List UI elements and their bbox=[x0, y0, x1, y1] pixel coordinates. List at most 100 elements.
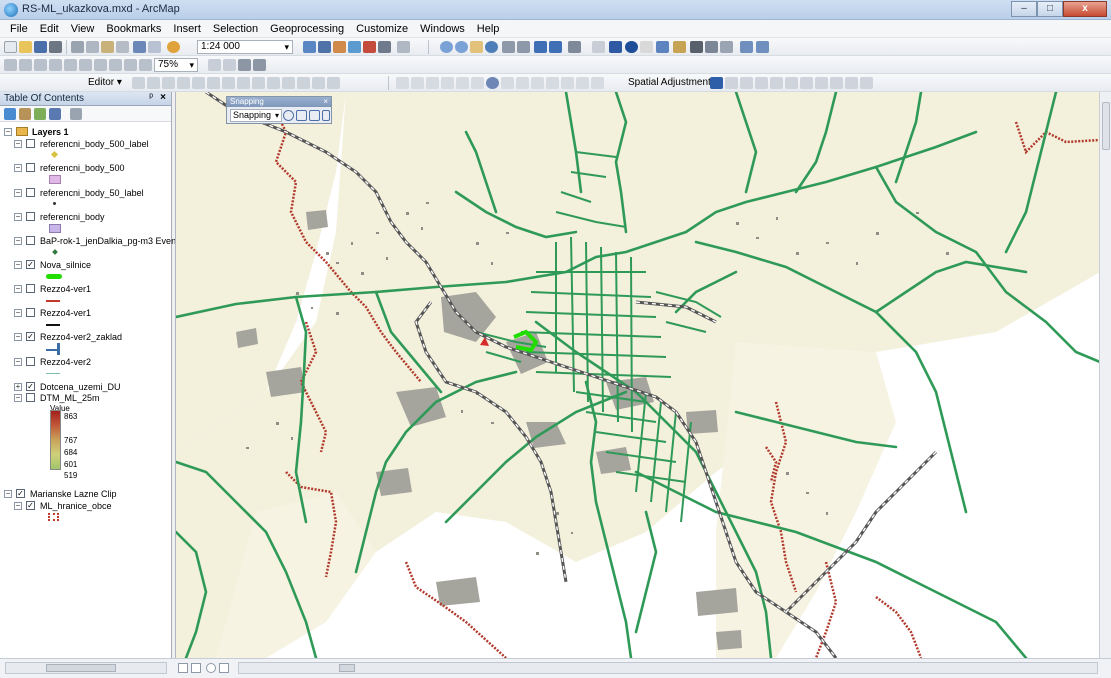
redo-icon[interactable] bbox=[148, 41, 161, 53]
layout-forward-icon[interactable] bbox=[124, 59, 137, 71]
zoom-100-icon[interactable] bbox=[64, 59, 77, 71]
trace-icon[interactable] bbox=[192, 77, 205, 89]
save-icon[interactable] bbox=[34, 41, 47, 53]
menu-view[interactable]: View bbox=[70, 22, 95, 35]
multiple-displacement-icon[interactable] bbox=[755, 77, 768, 89]
checkbox-icon[interactable]: ✓ bbox=[26, 332, 35, 341]
list-by-drawing-order-icon[interactable] bbox=[4, 108, 16, 120]
new-displacement-link-icon[interactable] bbox=[725, 77, 738, 89]
layer-item[interactable]: − referencni_body_500 bbox=[0, 162, 170, 174]
editor-toolbar-icon[interactable] bbox=[303, 41, 316, 53]
vertical-scroll-thumb[interactable] bbox=[1102, 102, 1110, 150]
snapping-menu-button[interactable]: Snapping bbox=[230, 109, 283, 122]
create-viewer-icon[interactable] bbox=[756, 41, 769, 53]
end-snapping-icon[interactable] bbox=[296, 110, 307, 121]
list-by-selection-icon[interactable] bbox=[49, 108, 61, 120]
menu-customize[interactable]: Customize bbox=[356, 22, 409, 35]
layer-item[interactable]: − DTM_ML_25m bbox=[0, 392, 170, 404]
checkbox-icon[interactable]: ✓ bbox=[26, 382, 35, 391]
toc-horizontal-scrollbar[interactable] bbox=[5, 662, 167, 674]
layer-item[interactable]: − Rezzo4-ver1 bbox=[0, 283, 170, 295]
menu-geoprocessing[interactable]: Geoprocessing bbox=[270, 22, 345, 35]
pan-icon[interactable] bbox=[470, 41, 483, 53]
adjustment-preview-icon[interactable] bbox=[860, 77, 873, 89]
menu-selection[interactable]: Selection bbox=[212, 22, 259, 35]
layer-item[interactable]: − referencni_body bbox=[0, 211, 170, 223]
collapse-icon[interactable]: − bbox=[14, 139, 22, 148]
full-extent-icon[interactable] bbox=[485, 41, 498, 53]
collapse-icon[interactable]: − bbox=[14, 212, 22, 221]
map-horizontal-scrollbar[interactable] bbox=[238, 662, 1098, 674]
edit-vertices-icon[interactable] bbox=[222, 77, 235, 89]
zoom-in-icon[interactable] bbox=[440, 41, 453, 53]
layout-pan-icon[interactable] bbox=[34, 59, 47, 71]
collapse-icon[interactable]: − bbox=[14, 357, 22, 366]
layer-item[interactable]: − ✓ ML_hranice_obce bbox=[0, 500, 170, 512]
checkbox-icon[interactable] bbox=[26, 284, 35, 293]
layout-fixed-zoom-out-icon[interactable] bbox=[94, 59, 107, 71]
map-view[interactable] bbox=[175, 92, 1099, 658]
pin-icon[interactable]: ᵖ bbox=[149, 92, 153, 103]
python-icon[interactable] bbox=[378, 41, 391, 53]
zoom-out-icon[interactable] bbox=[455, 41, 468, 53]
close-button[interactable]: x bbox=[1063, 1, 1107, 17]
model-builder-icon[interactable] bbox=[397, 41, 410, 53]
focus-data-frame-icon[interactable] bbox=[223, 59, 236, 71]
collapse-icon[interactable]: − bbox=[14, 308, 22, 317]
back-extent-icon[interactable] bbox=[534, 41, 547, 53]
collapse-icon[interactable]: − bbox=[14, 393, 22, 402]
time-slider-icon[interactable] bbox=[740, 41, 753, 53]
identify-icon[interactable] bbox=[625, 41, 638, 53]
topology-rules-icon[interactable] bbox=[501, 77, 514, 89]
buffer-icon[interactable] bbox=[561, 77, 574, 89]
refresh-icon[interactable] bbox=[206, 663, 216, 673]
merge-icon[interactable] bbox=[546, 77, 559, 89]
list-by-source-icon[interactable] bbox=[19, 108, 31, 120]
menu-windows[interactable]: Windows bbox=[420, 22, 465, 35]
spatial-adjustment-menu[interactable]: Spatial Adjustment ▾ bbox=[628, 77, 719, 88]
fixed-zoom-in-icon[interactable] bbox=[502, 41, 515, 53]
collapse-icon[interactable]: − bbox=[14, 332, 22, 341]
layout-back-icon[interactable] bbox=[109, 59, 122, 71]
collapse-icon[interactable]: − bbox=[4, 127, 12, 136]
checkbox-icon[interactable]: ✓ bbox=[16, 489, 25, 498]
pause-drawing-icon[interactable] bbox=[219, 663, 229, 673]
layer-item[interactable]: − Rezzo4-ver2 bbox=[0, 356, 170, 368]
checkbox-icon[interactable] bbox=[26, 212, 35, 221]
topology-icon[interactable] bbox=[396, 77, 409, 89]
layer-item[interactable]: − referencni_body_50_label bbox=[0, 187, 170, 199]
union-icon[interactable] bbox=[576, 77, 589, 89]
checkbox-icon[interactable] bbox=[26, 236, 35, 245]
menu-file[interactable]: File bbox=[10, 22, 28, 35]
checkbox-icon[interactable]: ✓ bbox=[26, 260, 35, 269]
collapse-icon[interactable]: − bbox=[14, 284, 22, 293]
layer-item[interactable]: − ✓ Rezzo4-ver2_zaklad bbox=[0, 331, 170, 343]
collapse-icon[interactable]: − bbox=[14, 236, 22, 245]
find-icon[interactable] bbox=[690, 41, 703, 53]
scale-select[interactable]: 1:24 000 bbox=[197, 40, 293, 54]
map-scroll-thumb[interactable] bbox=[339, 664, 355, 672]
layout-toggle-draft-icon[interactable] bbox=[139, 59, 152, 71]
view-link-table-icon[interactable] bbox=[815, 77, 828, 89]
measure-icon[interactable] bbox=[673, 41, 686, 53]
table-icon[interactable] bbox=[318, 41, 331, 53]
hyperlink-icon[interactable] bbox=[640, 41, 653, 53]
data-driven-pages-icon[interactable] bbox=[253, 59, 266, 71]
checkbox-icon[interactable] bbox=[26, 393, 35, 402]
html-popup-icon[interactable] bbox=[656, 41, 669, 53]
add-data-icon[interactable] bbox=[167, 41, 180, 53]
toc-options-icon[interactable] bbox=[70, 108, 82, 120]
snapping-titlebar[interactable]: Snapping × bbox=[227, 97, 331, 107]
layer-item[interactable]: − Rezzo4-ver1 bbox=[0, 307, 170, 319]
maximize-button[interactable]: □ bbox=[1037, 1, 1063, 17]
point-snapping-icon[interactable] bbox=[283, 110, 294, 121]
collapse-icon[interactable]: − bbox=[14, 163, 22, 172]
checkbox-icon[interactable]: ✓ bbox=[26, 501, 35, 510]
construct-features-icon[interactable] bbox=[441, 77, 454, 89]
edge-snapping-icon[interactable] bbox=[322, 110, 330, 121]
snapping-close-button[interactable]: × bbox=[323, 97, 328, 106]
layer-group-layers-1[interactable]: − Layers 1 bbox=[0, 126, 170, 138]
clear-limited-adjustment-icon[interactable] bbox=[800, 77, 813, 89]
intersect-icon[interactable] bbox=[591, 77, 604, 89]
collapse-icon[interactable]: − bbox=[4, 489, 12, 498]
